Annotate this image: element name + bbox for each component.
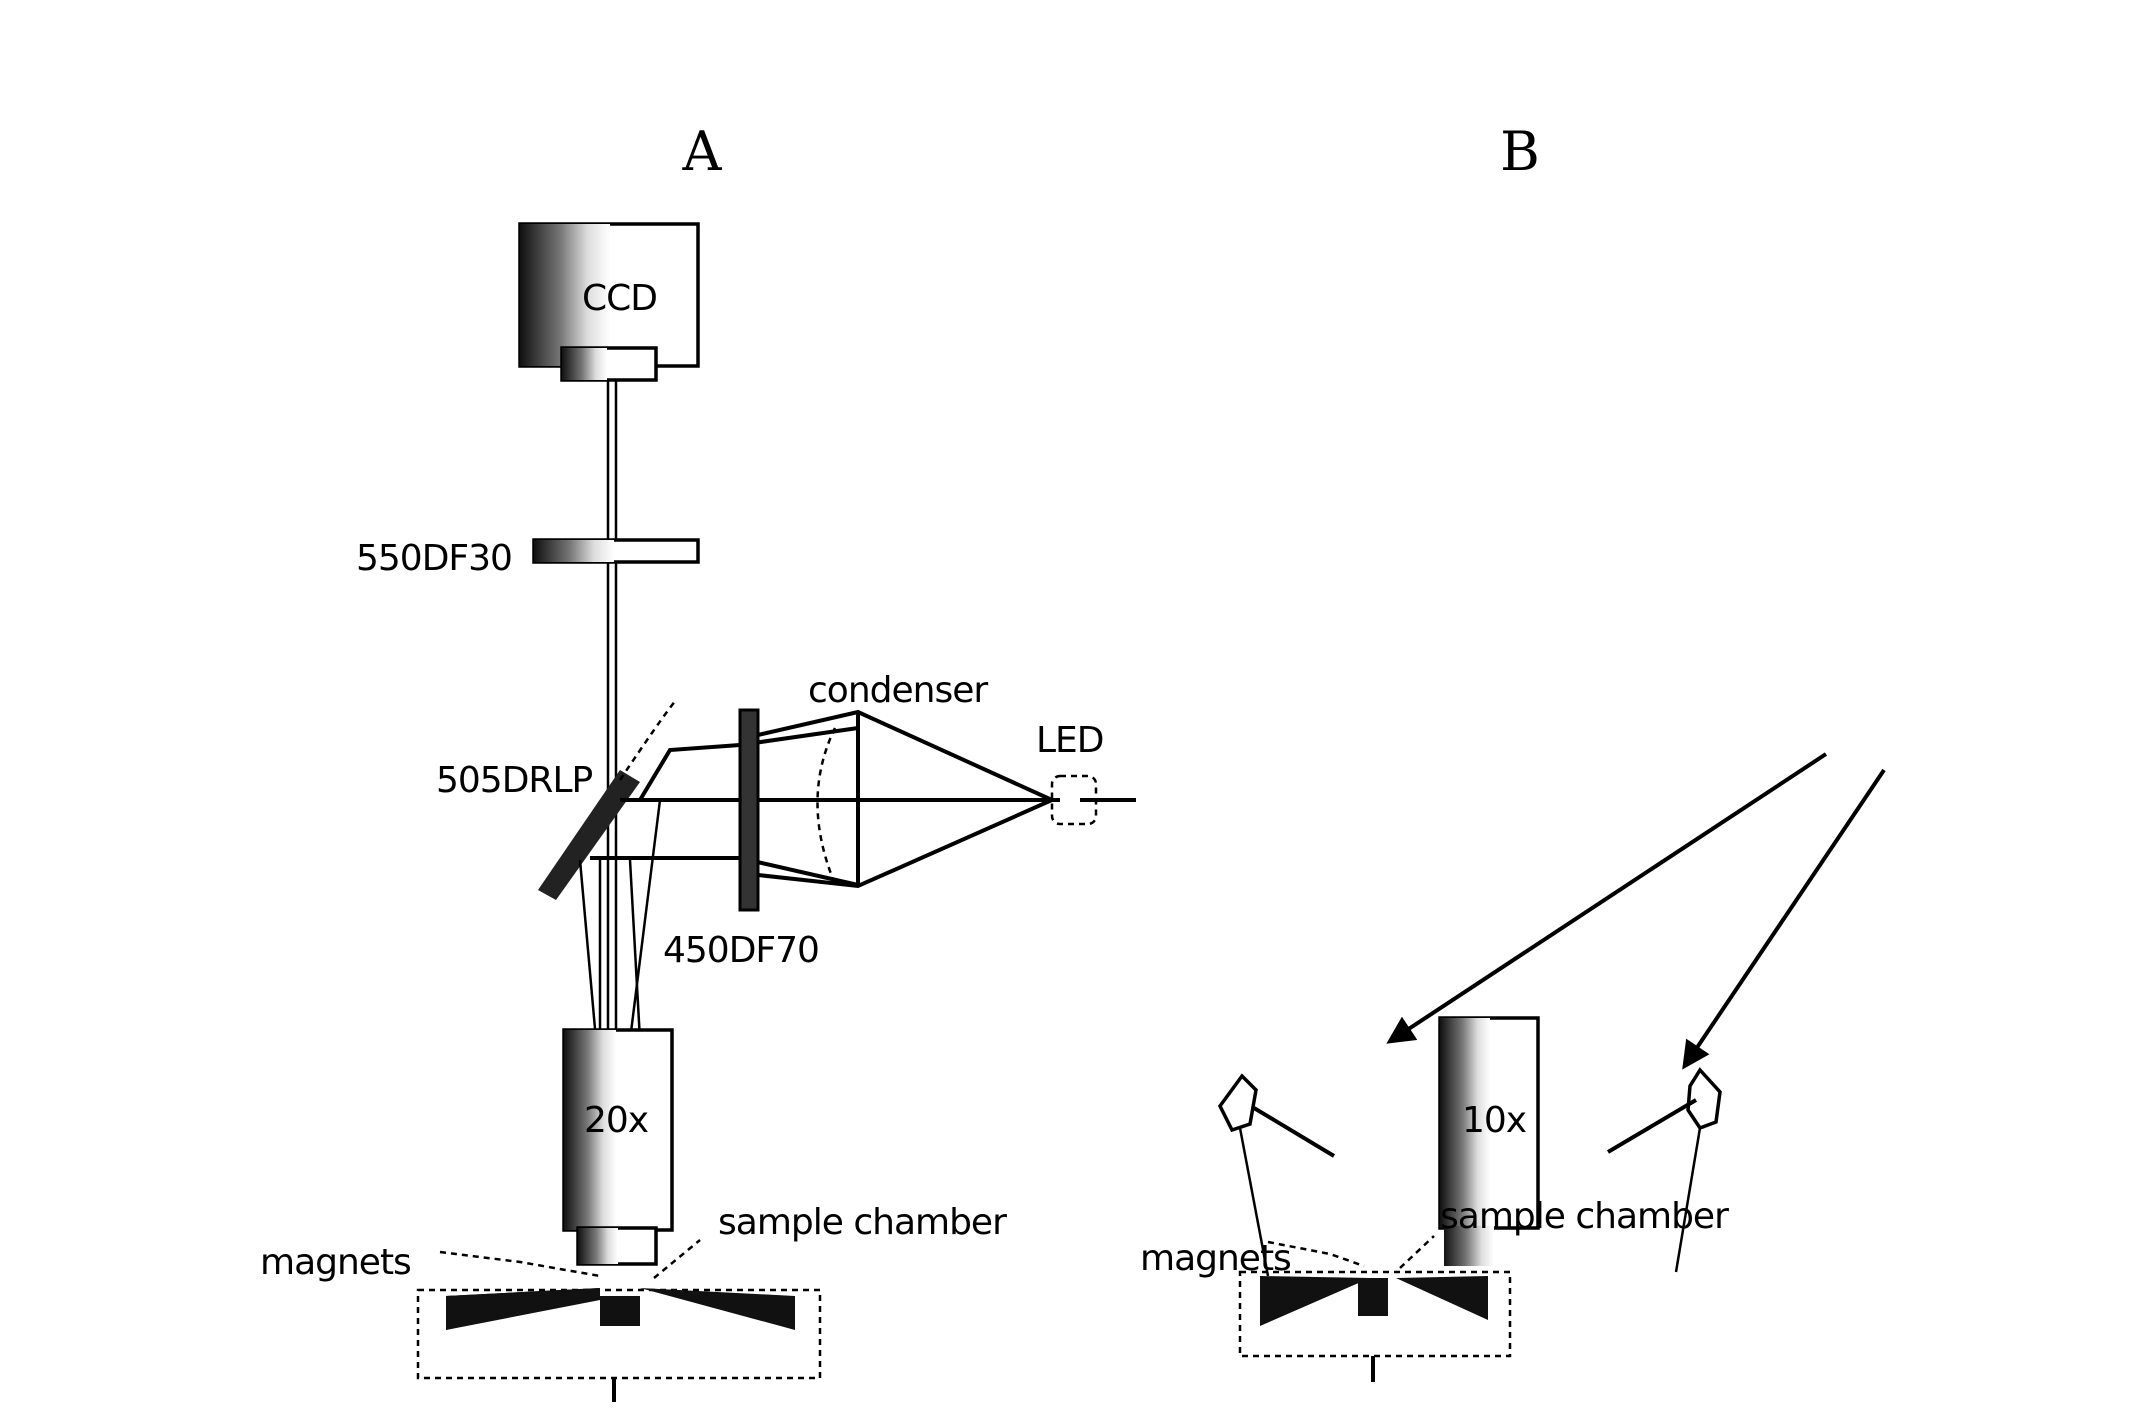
- ccd-camera: CCD: [518, 222, 700, 382]
- panel-a: A CCD 550DF30 505DRLP: [260, 120, 1136, 1402]
- objective-b: 10x: [1438, 1016, 1540, 1266]
- sample-chamber-a-label: sample chamber: [718, 1202, 1007, 1243]
- upper-ray: [638, 726, 859, 802]
- sample-chamber-b-label: sample chamber: [1440, 1196, 1729, 1237]
- sample-holder-b: [1358, 1278, 1388, 1316]
- panel-b: B 10x magnets sample chamber: [1140, 120, 1886, 1382]
- led-label: LED: [1036, 720, 1104, 761]
- objective-a: 20x: [562, 1028, 674, 1266]
- sample-holder: [600, 1296, 640, 1326]
- objective-b-label: 10x: [1462, 1100, 1527, 1141]
- magnet-right-b: [1396, 1276, 1488, 1320]
- magnets-b-label: magnets: [1140, 1238, 1291, 1279]
- magnet-right: [640, 1288, 795, 1330]
- dichroic-mirror: 505DRLP: [436, 699, 677, 900]
- dichroic-label: 505DRLP: [436, 760, 593, 801]
- emission-filter-label: 550DF30: [356, 538, 512, 579]
- excitation-filter: 450DF70: [663, 708, 820, 971]
- led-source: LED: [1036, 720, 1136, 826]
- detector-left: [1217, 1073, 1258, 1133]
- ccd-shading: [520, 224, 610, 366]
- ccd-label: CCD: [582, 278, 657, 319]
- panel-a-letter: A: [682, 120, 723, 183]
- magnet-stage-a: magnets sample chamber: [260, 1202, 1008, 1402]
- condenser-lens: condenser: [757, 670, 1057, 889]
- magnet-stage-b: magnets sample chamber: [1140, 1196, 1730, 1382]
- magnet-left-b: [1260, 1276, 1370, 1326]
- arrow-left: [1386, 752, 1828, 1044]
- emission-filter: 550DF30: [356, 538, 700, 579]
- objective-a-label: 20x: [584, 1100, 649, 1141]
- excitation-filter-label: 450DF70: [663, 930, 819, 971]
- panel-b-letter: B: [1500, 120, 1540, 183]
- magnets-a-label: magnets: [260, 1242, 411, 1283]
- arrow-right: [1682, 768, 1886, 1070]
- condenser-label: condenser: [808, 670, 988, 711]
- detector-right: [1686, 1067, 1722, 1131]
